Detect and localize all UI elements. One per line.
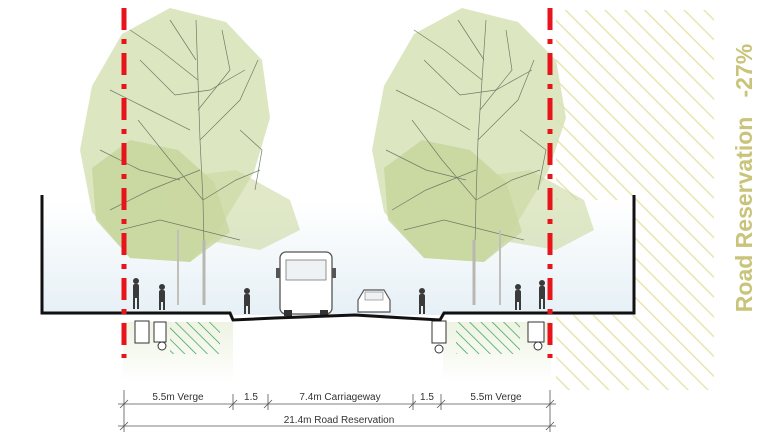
carriageway-label: 7.4m Carriageway <box>299 392 380 403</box>
ground-profile <box>40 195 636 322</box>
verge-left-label: 5.5m Verge <box>152 392 204 403</box>
planting-zone-left <box>170 322 220 354</box>
dimension-lines <box>118 390 556 432</box>
pedestrians <box>133 278 545 314</box>
gap-left-label: 1.5 <box>244 392 258 403</box>
road-reservation-side-label: Road Reservation -27% <box>731 44 757 312</box>
bus <box>276 251 336 316</box>
utility-services-right <box>431 320 545 354</box>
total-reservation-label: 21.4m Road Reservation <box>284 415 395 426</box>
utility-services-left <box>134 320 167 351</box>
tree-right <box>372 8 594 305</box>
car <box>357 289 391 313</box>
verge-right-label: 5.5m Verge <box>470 392 522 403</box>
planting-zone-right <box>456 322 520 354</box>
gap-right-label: 1.5 <box>420 392 434 403</box>
